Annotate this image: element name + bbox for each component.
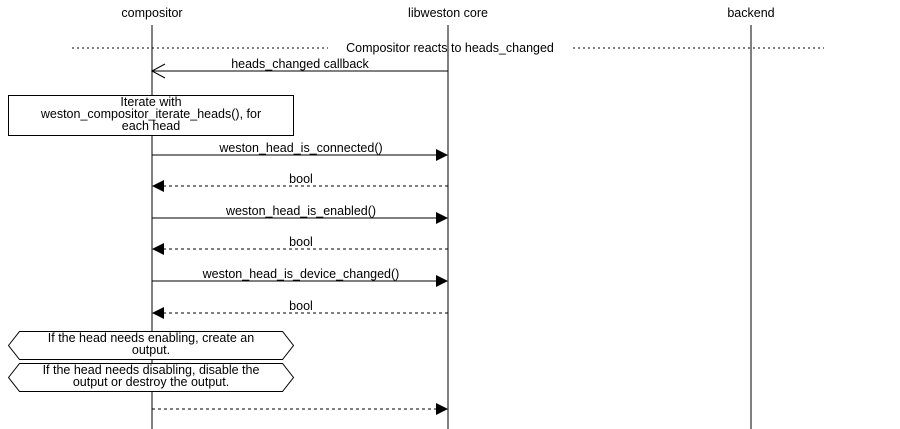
message-label-head-is-enabled: weston_head_is_enabled(): [225, 204, 376, 218]
participant-label-backend: backend: [727, 6, 774, 20]
condition-line-disable-head-2: output or destroy the output.: [73, 375, 229, 389]
note-line-iterate-heads-2: weston_compositor_iterate_heads(), for: [40, 107, 261, 121]
arrowhead-solid-left-return-bool-2: [152, 243, 164, 255]
condition-line-disable-head-1: If the head needs disabling, disable the: [43, 363, 260, 377]
divider-label: Compositor reacts to heads_changed: [346, 41, 554, 55]
participant-label-compositor: compositor: [121, 6, 182, 20]
note-line-iterate-heads-3: each head: [122, 119, 180, 133]
message-label-head-is-connected: weston_head_is_connected(): [218, 141, 382, 155]
arrowhead-solid-left-return-bool-3: [152, 307, 164, 319]
note-line-iterate-heads-1: Iterate with: [120, 95, 181, 109]
condition-hexagon-enable-head: [7, 331, 295, 360]
message-label-heads-changed-callback: heads_changed callback: [231, 57, 369, 71]
arrowhead-open-left-heads-changed-callback: [150, 63, 166, 79]
condition-line-enable-head-1: If the head needs enabling, create an: [48, 331, 254, 345]
condition-hexagon-disable-head: [7, 363, 295, 392]
note-box-iterate-heads: [8, 95, 294, 136]
message-label-return-bool-1: bool: [289, 172, 313, 186]
arrowhead-solid-right-final-return: [436, 403, 448, 415]
arrowhead-solid-right-head-is-connected: [436, 149, 448, 161]
arrowhead-solid-left-return-bool-1: [152, 180, 164, 192]
condition-line-enable-head-2: output.: [132, 343, 170, 357]
message-label-return-bool-2: bool: [289, 235, 313, 249]
arrowhead-solid-right-head-is-enabled: [436, 212, 448, 224]
participant-label-libweston-core: libweston core: [408, 6, 488, 20]
message-label-return-bool-3: bool: [289, 299, 313, 313]
arrowhead-solid-right-head-is-device-changed: [436, 275, 448, 287]
message-label-head-is-device-changed: weston_head_is_device_changed(): [202, 267, 400, 281]
